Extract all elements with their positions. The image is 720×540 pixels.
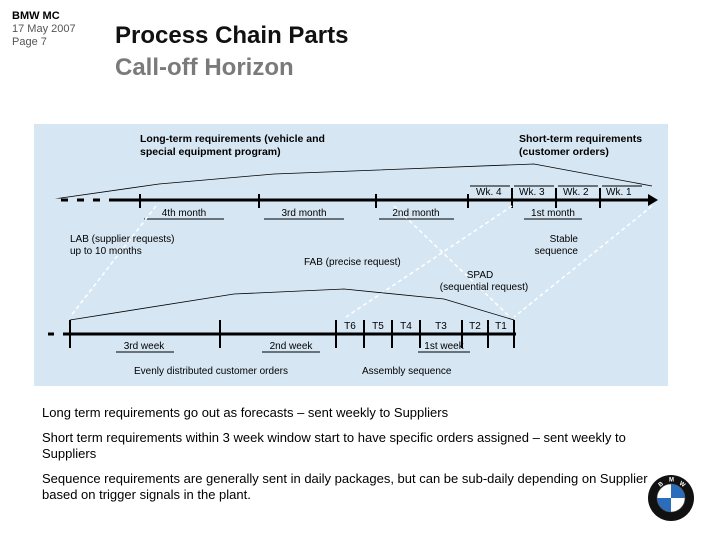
slide-subtitle: Call-off Horizon [115,54,294,81]
lab-label-line1: LAB (supplier requests) [70,234,175,245]
header-block: BMW MC 17 May 2007 Page 7 [12,10,76,49]
spad-label-line1: SPAD [467,270,494,281]
day-label-t6: T6 [344,321,356,332]
short-term-envelope [69,288,515,321]
lower-week-label-1: 1st week [424,341,464,352]
evenly-distributed-label: Evenly distributed customer orders [134,366,288,377]
day-label-t3: T3 [435,321,447,332]
week-label-1: Wk. 1 [606,187,632,198]
call-off-horizon-diagram: Long-term requirements (vehicle and spec… [34,124,668,386]
month-label-1: 1st month [531,208,575,219]
day-label-t5: T5 [372,321,384,332]
bmw-roundel-icon: B M W [648,475,694,521]
lower-week-label-3: 3rd week [124,341,166,352]
bullet-sequence: Sequence requirements are generally sent… [42,471,648,502]
diagram-canvas: Long-term requirements (vehicle and spec… [39,133,658,377]
page-number: Page 7 [12,36,47,48]
lower-week-label-2: 2nd week [270,341,314,352]
short-term-label-line1: Short-term requirements [519,133,642,145]
stable-label-line2: sequence [535,246,579,257]
logo-letter-m: M [669,478,674,484]
long-term-envelope [53,163,653,200]
bmw-logo: B M W [647,474,695,527]
brand-label: BMW MC [12,10,60,22]
slide-title: Process Chain Parts [115,22,349,49]
logo-letter-b: B [658,481,666,489]
date-label: 17 May 2007 [12,23,76,35]
fab-label: FAB (precise request) [304,257,401,268]
upper-arrowhead [648,194,658,206]
day-label-t4: T4 [400,321,412,332]
stable-label-line1: Stable [550,234,579,245]
lower-ticks [69,320,515,348]
short-term-label-line2: (customer orders) [519,146,609,158]
assembly-sequence-label: Assembly sequence [362,366,452,377]
day-label-t1: T1 [495,321,507,332]
upper-ticks [139,188,601,208]
bullet-text-list: Long term requirements go out as forecas… [42,405,652,512]
month-label-2: 2nd month [392,208,439,219]
bullet-short-term: Short term requirements within 3 week wi… [42,430,626,461]
logo-letter-w: W [678,481,686,489]
month-label-3: 3rd month [281,208,326,219]
long-term-label-line2: special equipment program) [140,146,281,158]
bullet-long-term: Long term requirements go out as forecas… [42,405,449,420]
lab-label-line2: up to 10 months [70,246,142,257]
week-label-4: Wk. 4 [476,187,502,198]
month-label-4: 4th month [162,208,206,219]
week-label-3: Wk. 3 [519,187,545,198]
spad-label-line2: (sequential request) [440,282,528,293]
projection-lines [69,205,653,318]
week-label-2: Wk. 2 [563,187,589,198]
long-term-label-line1: Long-term requirements (vehicle and [140,133,325,145]
day-label-t2: T2 [469,321,481,332]
